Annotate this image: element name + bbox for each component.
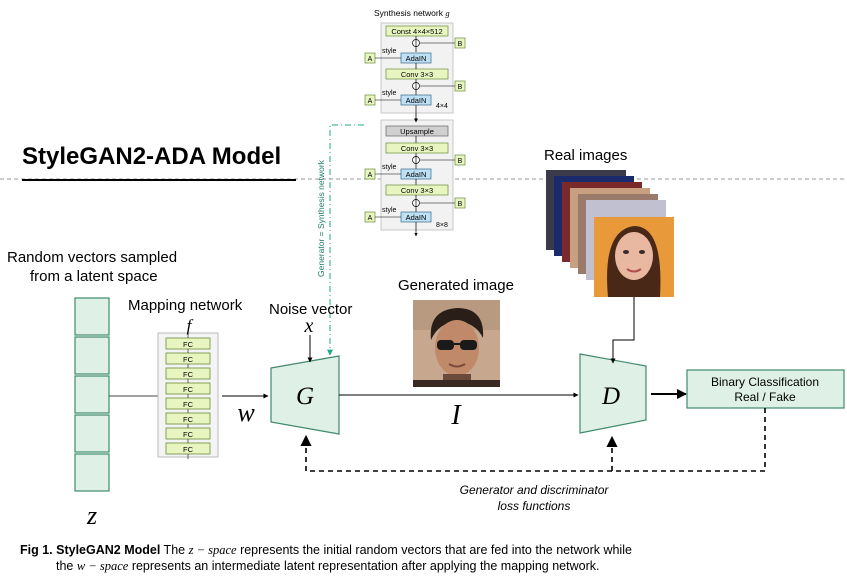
style-label: style (382, 90, 397, 97)
caption-text: The (160, 543, 189, 557)
mapping-network-label: Mapping network (128, 297, 243, 314)
synthesis-title: Synthesis network g (374, 8, 450, 18)
page-title: StyleGAN2-ADA Model (22, 143, 282, 170)
a-label: A (368, 56, 373, 63)
caption-text: the (56, 559, 77, 573)
upsample-label: Upsample (400, 127, 434, 136)
generated-face-image (413, 300, 500, 387)
conv-label: Conv 3×3 (401, 144, 433, 153)
adain-label: AdaIN (406, 213, 427, 222)
g-symbol: G (296, 383, 314, 410)
loss-label-line1: Generator and discriminator (460, 483, 610, 497)
generator-block (270, 355, 340, 435)
generated-image-label: Generated image (398, 277, 514, 294)
const-label: Const 4×4×512 (391, 27, 442, 36)
w-symbol: w (237, 398, 255, 427)
loss-label-line2: loss functions (498, 499, 571, 513)
real-images-label: Real images (544, 147, 628, 164)
figure-caption: Fig 1. StyleGAN2 Model The z − space rep… (20, 542, 840, 574)
synthesis-link (327, 124, 364, 356)
x-symbol: x (304, 315, 314, 337)
noise-vector-label: Noise vector (269, 301, 353, 318)
latent-vector (74, 297, 110, 492)
style-label: style (382, 207, 397, 214)
adain-label: AdaIN (406, 96, 427, 105)
fc-label: FC (183, 415, 194, 424)
b-label: B (458, 158, 463, 165)
a-label: A (368, 172, 373, 179)
fc-label: FC (183, 370, 194, 379)
adain-label: AdaIN (406, 170, 427, 179)
resolution-label: 4×4 (436, 103, 448, 110)
fc-label: FC (183, 430, 194, 439)
latent-label-line2: from a latent space (30, 268, 158, 285)
real-to-d-arrow (610, 296, 635, 364)
caption-math: w − space (76, 559, 129, 573)
classification-line2: Real / Fake (734, 390, 796, 404)
caption-math: z − space (188, 543, 237, 557)
caption-fig-label: Fig 1. StyleGAN2 Model (20, 543, 161, 557)
synthesis-side-label: Generator = Synthesis network (316, 159, 326, 277)
b-label: B (458, 84, 463, 91)
mapping-network (157, 332, 219, 459)
caption-line1: Fig 1. StyleGAN2 Model The z − space rep… (20, 542, 840, 558)
conv-label: Conv 3×3 (401, 70, 433, 79)
fc-label: FC (183, 385, 194, 394)
caption-line2: the w − space represents an intermediate… (20, 558, 840, 574)
fc-label: FC (183, 445, 194, 454)
fc-label: FC (183, 340, 194, 349)
d-symbol: D (601, 383, 620, 410)
f-symbol: f (187, 316, 194, 335)
fc-label: FC (183, 400, 194, 409)
style-label: style (382, 164, 397, 171)
a-label: A (368, 98, 373, 105)
loss-feedback-line (300, 408, 766, 472)
caption-text: represents an intermediate latent repres… (128, 559, 600, 573)
resolution-label: 8×8 (436, 222, 448, 229)
classification-box (686, 369, 845, 409)
z-symbol: z (86, 501, 97, 530)
real-images-stack (546, 170, 674, 297)
b-label: B (458, 41, 463, 48)
conv-label: Conv 3×3 (401, 186, 433, 195)
style-label: style (382, 48, 397, 55)
classification-line1: Binary Classification (711, 375, 819, 389)
adain-label: AdaIN (406, 54, 427, 63)
synthesis-network-diagram (364, 22, 466, 237)
i-symbol: I (450, 400, 462, 431)
a-label: A (368, 215, 373, 222)
discriminator-block (579, 353, 647, 434)
caption-text: represents the initial random vectors th… (236, 543, 632, 557)
fc-label: FC (183, 355, 194, 364)
latent-label-line1: Random vectors sampled (7, 249, 178, 266)
b-label: B (458, 201, 463, 208)
